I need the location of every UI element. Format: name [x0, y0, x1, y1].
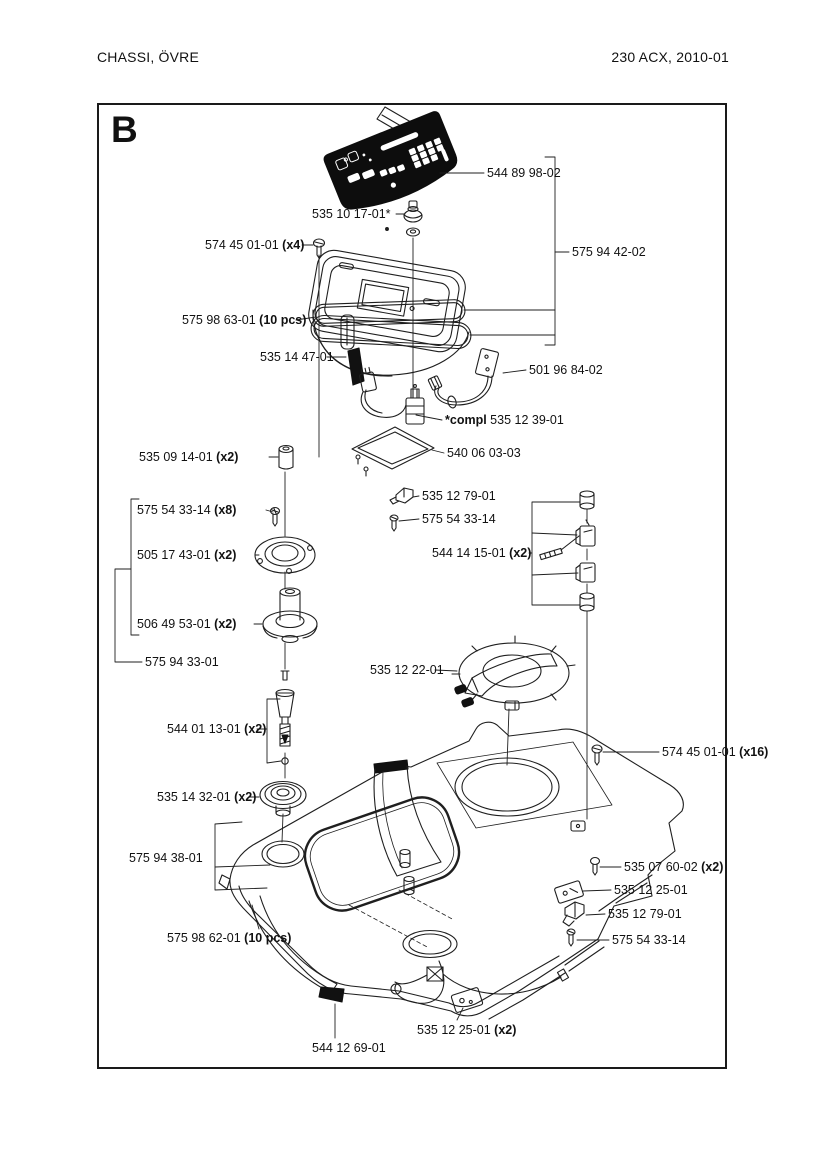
part-label-575543314-lower: 575 54 33-14	[612, 933, 686, 947]
assembly-axis-lines	[282, 238, 587, 842]
part-label-574450101-x4: 574 45 01-01 (x4)	[205, 238, 305, 252]
bearing-ring	[255, 537, 315, 573]
rubber-strip	[348, 348, 364, 385]
plate-535122501-bottom	[451, 987, 483, 1013]
part-label-575543314-x8: 575 54 33-14 (x8)	[137, 503, 237, 517]
exploded-view-drawing	[99, 105, 729, 1071]
part-label-535127901-lower: 535 12 79-01	[608, 907, 682, 921]
screw-535076002	[591, 858, 600, 876]
part-label-535122501-x2: 535 12 25-01 (x2)	[417, 1023, 517, 1037]
screw-below-clip	[390, 515, 398, 531]
part-label-535143201: 535 14 32-01 (x2)	[157, 790, 257, 804]
part-label-506495301: 506 49 53-01 (x2)	[137, 617, 237, 631]
spring-pin-assembly	[276, 671, 294, 764]
part-label-575944202: 575 94 42-02	[572, 245, 646, 259]
diagram-frame: B	[97, 103, 768, 1071]
height-dial	[452, 636, 575, 710]
clip-535127901-lower	[563, 902, 584, 926]
spool-bushing	[263, 588, 317, 643]
part-label-535127901-upper: 535 12 79-01	[422, 489, 496, 503]
connector-assembly	[358, 367, 424, 424]
screw-x8	[271, 508, 280, 527]
part-label-535123901: *compl 535 12 39-01	[445, 413, 564, 427]
screw-575543314-lower	[567, 929, 575, 946]
group-brackets	[115, 157, 580, 890]
part-label-575543314-mid: 575 54 33-14	[422, 512, 496, 526]
part-label-501968402: 501 96 84-02	[529, 363, 603, 377]
part-label-535101701: 535 10 17-01*	[312, 207, 391, 221]
part-label-535076002: 535 07 60-02 (x2)	[624, 860, 724, 874]
part-label-535091401: 535 09 14-01 (x2)	[139, 450, 239, 464]
bumper-band-end	[319, 987, 344, 1002]
part-label-544141501: 544 14 15-01 (x2)	[432, 546, 532, 560]
part-label-535122501-right: 535 12 25-01	[614, 883, 688, 897]
grommet	[260, 782, 306, 817]
part-label-574450101-x16: 574 45 01-01 (x16)	[662, 745, 769, 759]
stop-button	[386, 201, 422, 236]
part-label-540060303: 540 06 03-03	[447, 446, 521, 460]
part-label-544126901: 544 12 69-01	[312, 1041, 386, 1055]
part-label-505174301: 505 17 43-01 (x2)	[137, 548, 237, 562]
spacer-top	[279, 446, 293, 470]
plate-535122501-right	[554, 880, 584, 903]
chute-top-cap	[374, 760, 408, 773]
part-label-575943801: 575 94 38-01	[129, 851, 203, 865]
section-letter: B	[111, 109, 138, 150]
part-label-575943301: 575 94 33-01	[145, 655, 219, 669]
part-label-535122201: 535 12 22-01	[370, 663, 444, 677]
wiring-harness	[428, 348, 499, 409]
leader-lines	[249, 173, 659, 1038]
small-clip-upper	[390, 488, 413, 504]
screw-x16	[592, 745, 602, 765]
part-label-575986301: 575 98 63-01 (10 pcs)	[182, 313, 307, 327]
part-label-535144701: 535 14 47-01	[260, 350, 334, 364]
part-label-575986201: 575 98 62-01 (10 pcs)	[167, 931, 292, 945]
part-label-544011301: 544 01 13-01 (x2)	[167, 722, 267, 736]
keypad-membrane	[323, 110, 463, 219]
cover-gasket-lower	[310, 315, 471, 349]
pcb-frame	[352, 427, 434, 476]
model-and-edition: 230 ACX, 2010-01	[611, 49, 729, 65]
page-title: CHASSI, ÖVRE	[97, 49, 199, 65]
cable-loop	[395, 961, 444, 1003]
part-label-544899802: 544 89 98-02	[487, 166, 561, 180]
chassis-body-drawing	[219, 722, 683, 1019]
